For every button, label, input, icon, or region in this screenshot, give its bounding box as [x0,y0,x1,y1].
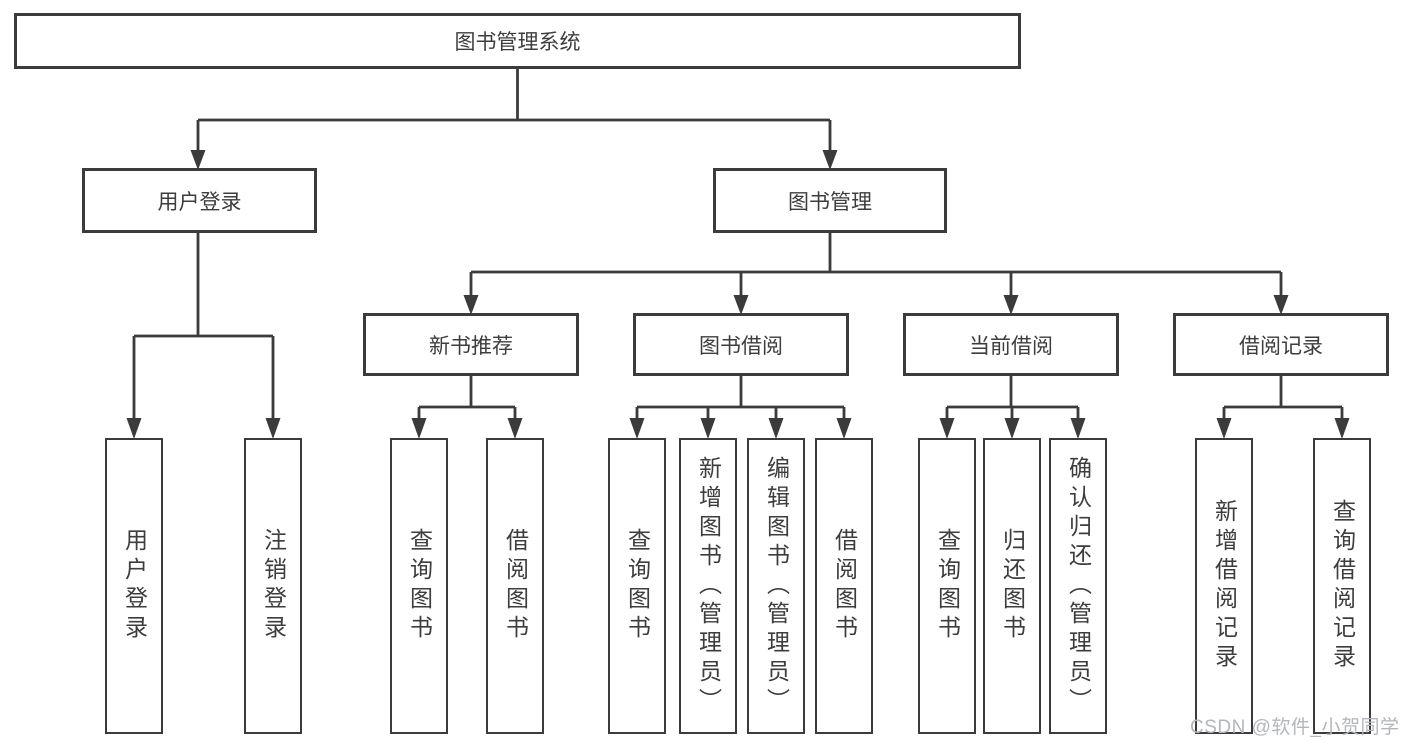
node-bb-add-books-admin: 新增图书（管理员） [679,438,737,734]
node-nbr-query-books: 查询图书 [390,438,448,734]
csdn-watermark: CSDN @软件_小贺同学 [1190,717,1400,738]
node-book-borrowing: 图书借阅 [633,313,849,376]
node-bb-borrow-books-label: 借阅图书 [831,528,858,644]
node-nbr-borrow-books-label: 借阅图书 [502,528,529,644]
node-br-add-record: 新增借阅记录 [1195,438,1253,734]
connector-newbook-to-leaves [417,376,517,420]
connector-current-to-leaves [945,376,1080,420]
node-br-add-record-label: 新增借阅记录 [1211,499,1238,673]
node-cb-return-books-label: 归还图书 [999,528,1026,644]
connector-root-to-level2 [196,68,832,152]
node-user-login-branch: 用户登录 [82,168,317,233]
node-book-borrowing-label: 图书借阅 [699,334,783,358]
node-bb-add-books-admin-label: 新增图书（管理员） [695,455,722,717]
node-system-root: 图书管理系统 [14,13,1021,69]
node-bb-edit-books-admin-label: 编辑图书（管理员） [763,455,790,717]
connector-records-to-leaves [1222,376,1344,420]
node-cb-query-books-label: 查询图书 [934,528,961,644]
connector-borrowing-to-leaves [635,376,846,420]
node-new-book-recommendation-label: 新书推荐 [429,334,513,358]
node-bb-borrow-books: 借阅图书 [815,438,873,734]
node-bb-query-books-label: 查询图书 [624,528,651,644]
node-logout-leaf-label: 注销登录 [260,528,287,644]
node-cb-confirm-return-admin-label: 确认归还（管理员） [1065,455,1092,717]
node-borrowing-records-label: 借阅记录 [1239,334,1323,358]
node-br-query-record-label: 查询借阅记录 [1329,499,1356,673]
node-cb-query-books: 查询图书 [918,438,976,734]
node-user-login-leaf: 用户登录 [105,438,163,734]
node-nbr-borrow-books: 借阅图书 [486,438,544,734]
node-new-book-recommendation: 新书推荐 [363,313,579,376]
node-book-management-branch: 图书管理 [713,168,947,233]
connector-bookmgmt-to-level3 [469,233,1283,297]
node-nbr-query-books-label: 查询图书 [406,528,433,644]
node-cb-confirm-return-admin: 确认归还（管理员） [1049,438,1107,734]
node-system-root-label: 图书管理系统 [454,31,581,54]
node-current-borrowing-label: 当前借阅 [969,334,1053,358]
node-user-login-branch-label: 用户登录 [157,190,242,214]
node-cb-return-books: 归还图书 [983,438,1041,734]
node-user-login-leaf-label: 用户登录 [121,528,148,644]
node-bb-edit-books-admin: 编辑图书（管理员） [747,438,805,734]
node-br-query-record: 查询借阅记录 [1313,438,1371,734]
node-borrowing-records: 借阅记录 [1173,313,1389,376]
node-logout-leaf: 注销登录 [244,438,302,734]
node-book-management-branch-label: 图书管理 [788,190,872,214]
node-current-borrowing: 当前借阅 [903,313,1119,376]
connector-userlogin-to-leaves [132,233,275,420]
node-bb-query-books: 查询图书 [608,438,666,734]
